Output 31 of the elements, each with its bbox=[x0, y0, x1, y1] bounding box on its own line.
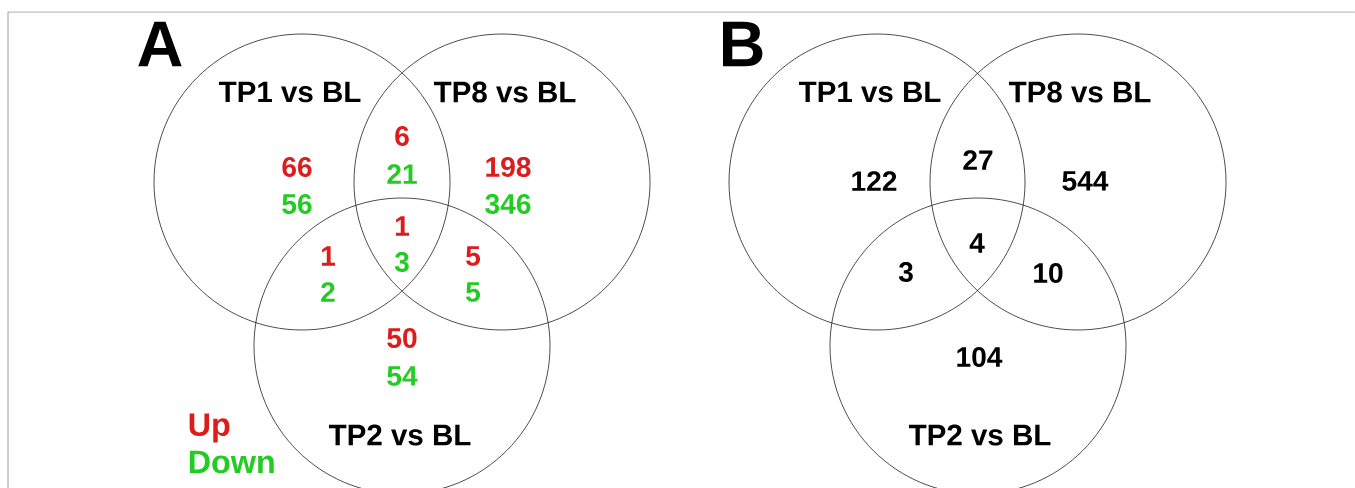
count-number: 544 bbox=[1062, 171, 1109, 191]
count-number: 50 bbox=[387, 328, 417, 348]
set-label: TP2 vs BL bbox=[328, 424, 471, 446]
count-number: 5 bbox=[466, 246, 481, 266]
count-number: 1 bbox=[395, 216, 410, 236]
count-number: 10 bbox=[1034, 263, 1063, 283]
set-label: TP2 vs BL bbox=[908, 424, 1051, 446]
count-number: 54 bbox=[387, 366, 418, 386]
set-label: TP8 vs BL bbox=[1008, 81, 1151, 103]
count-number: 4 bbox=[969, 233, 985, 253]
count-number: 27 bbox=[963, 150, 993, 170]
count-number: 21 bbox=[387, 164, 417, 184]
count-number: 346 bbox=[485, 194, 531, 214]
set-label: TP1 vs BL bbox=[218, 81, 361, 103]
count-number: 5 bbox=[466, 282, 481, 302]
count-number: 66 bbox=[282, 157, 312, 177]
count-number: 104 bbox=[957, 347, 1003, 367]
count-number: 3 bbox=[394, 252, 409, 272]
count-number: 56 bbox=[282, 194, 312, 214]
panel-letter: A bbox=[138, 21, 182, 67]
count-number: 2 bbox=[321, 282, 335, 302]
set-label: TP8 vs BL bbox=[433, 81, 576, 103]
count-number: 6 bbox=[395, 126, 409, 146]
count-number: 122 bbox=[852, 171, 897, 191]
legend-text: Up bbox=[189, 413, 230, 443]
count-number: 198 bbox=[486, 157, 531, 177]
set-label: TP1 vs BL bbox=[798, 81, 941, 103]
count-number: 3 bbox=[898, 262, 913, 282]
count-number: 1 bbox=[321, 246, 336, 266]
panel-letter: B bbox=[723, 21, 763, 67]
legend-text: Down bbox=[189, 450, 274, 474]
